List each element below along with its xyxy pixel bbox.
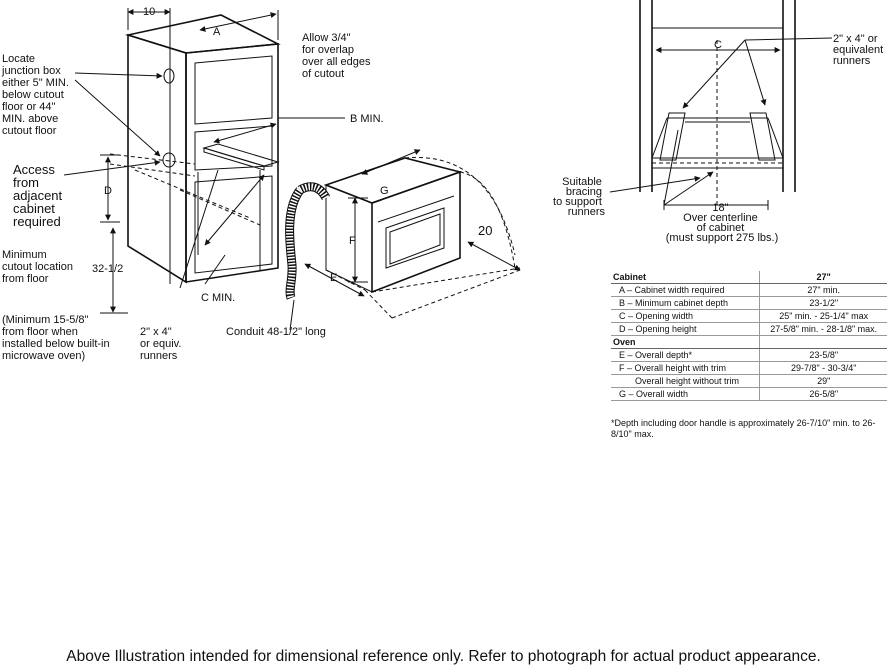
row-label: B – Minimum cabinet depth [611, 296, 760, 310]
footer-disclaimer: Above Illustration intended for dimensio… [66, 648, 821, 665]
c-min-label: C MIN. [201, 292, 235, 304]
dim-f-label: F [349, 235, 356, 247]
dim-c-label: C [714, 39, 722, 51]
table-row: C – Opening width 25" min. - 25-1/4" max [611, 309, 887, 323]
locate-note: Locate junction box either 5" MIN. below… [1, 53, 72, 137]
row-label: A – Cabinet width required [611, 283, 760, 297]
runners-note: 2" x 4" or equiv. runners [140, 326, 184, 362]
row-value: 25" min. - 25-1/4" max [759, 309, 887, 323]
conduit-drawing [285, 182, 331, 331]
table-footnote: *Depth including door handle is approxim… [611, 418, 876, 439]
oven-header: Oven [611, 335, 760, 349]
size-header: 27" [759, 271, 887, 284]
row-value: 26-5/8" [759, 387, 887, 401]
table-header-oven: Oven [611, 335, 887, 349]
table-row: F – Overall height with trim 29-7/8" - 3… [611, 361, 887, 375]
center-note: 18" Over centerline of cabinet (must sup… [666, 202, 779, 244]
spec-table: Cabinet 27" A – Cabinet width required 2… [611, 271, 887, 401]
bracing-note: Suitable bracing to support runners [553, 176, 605, 218]
table-row: A – Cabinet width required 27" min. [611, 283, 887, 297]
row-label: F – Overall height with trim [611, 361, 760, 375]
dim-a-label: A [213, 26, 221, 38]
cabinet-dimensions [100, 8, 345, 314]
dim-20-label: 20 [478, 223, 492, 238]
table-row: Overall height without trim 29" [611, 374, 887, 388]
allow-note: Allow 3/4" for overlap over all edges of… [302, 32, 374, 80]
row-value: 27-5/8" min. - 28-1/8" max. [759, 322, 887, 336]
access-note: Access from adjacent cabinet required [13, 162, 66, 229]
row-label: E – Overall depth* [611, 348, 760, 362]
table-row: G – Overall width 26-5/8" [611, 387, 887, 401]
dim-10-label: 10 [143, 6, 155, 18]
row-label: D – Opening height [611, 322, 760, 336]
right-runners-note: 2" x 4" or equivalent runners [833, 33, 886, 67]
cabinet-header: Cabinet [611, 271, 760, 284]
table-row: B – Minimum cabinet depth 23-1/2" [611, 296, 887, 310]
row-value: 27" min. [759, 283, 887, 297]
runners-drawing [609, 0, 833, 210]
row-value: 23-5/8" [759, 348, 887, 362]
dim-d-label: D [104, 185, 112, 197]
b-min-label: B MIN. [350, 113, 384, 125]
table-row: D – Opening height 27-5/8" min. - 28-1/8… [611, 322, 887, 336]
table-row: E – Overall depth* 23-5/8" [611, 348, 887, 362]
row-value: 29" [759, 374, 887, 388]
row-label: G – Overall width [611, 387, 760, 401]
cabinet-drawing [63, 14, 281, 284]
conduit-note: Conduit 48-1/2" long [226, 326, 326, 338]
dim-32-label: 32-1/2 [92, 263, 123, 275]
dim-e-label: E [330, 272, 337, 284]
table-header-cabinet: Cabinet 27" [611, 271, 887, 284]
row-value: 29-7/8" - 30-3/4" [759, 361, 887, 375]
min-15-note: (Minimum 15-5/8" from floor when install… [2, 314, 113, 362]
row-value: 23-1/2" [759, 296, 887, 310]
min-cutout-note: Minimum cutout location from floor [2, 249, 76, 285]
oven-drawing [304, 149, 521, 319]
dim-g-label: G [380, 185, 389, 197]
row-label: C – Opening width [611, 309, 760, 323]
row-label: Overall height without trim [611, 374, 760, 388]
